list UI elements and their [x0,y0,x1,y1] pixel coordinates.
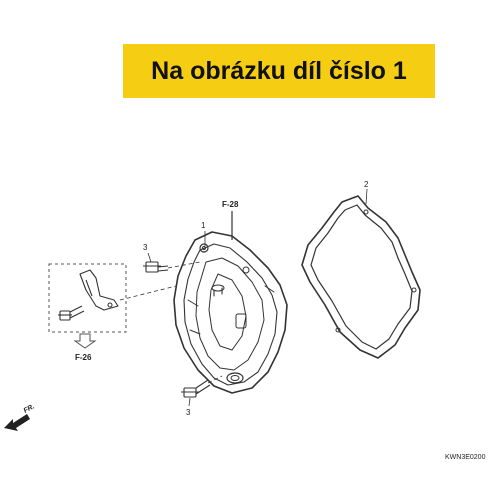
drawing-code: KWN3E0200 [445,454,486,461]
detail-bolt [58,305,85,321]
leader-line-part2 [365,188,368,205]
callout-part1: 1 [201,221,206,230]
ref-f28-label: F-28 [222,200,239,209]
front-direction-label: FR. [23,403,36,415]
leader-line-part3-top [147,252,152,263]
callout-part2: 2 [364,180,369,189]
bracket-component [79,269,119,311]
flange-bolt-top [143,261,169,273]
bolt-top-dash-line [167,261,201,269]
cylinder-head-cover [173,231,288,394]
cylinder-head-cover-gasket [301,195,421,359]
ref-f26-label: F-26 [75,353,92,362]
reference-detail-box [48,263,127,333]
callout-part3-top: 3 [143,243,148,252]
bracket-dash-line [119,285,177,301]
part-number-banner: Na obrázku díl číslo 1 [123,44,435,98]
leader-line-part3-bottom [188,397,191,407]
bolt-bottom-dash-line [207,375,223,384]
front-direction-arrow-icon [4,414,30,431]
ref-f26-arrow [73,333,97,349]
flange-bolt-bottom [181,379,211,398]
callout-part3-bottom: 3 [186,408,191,417]
banner-text: Na obrázku díl číslo 1 [151,56,407,85]
